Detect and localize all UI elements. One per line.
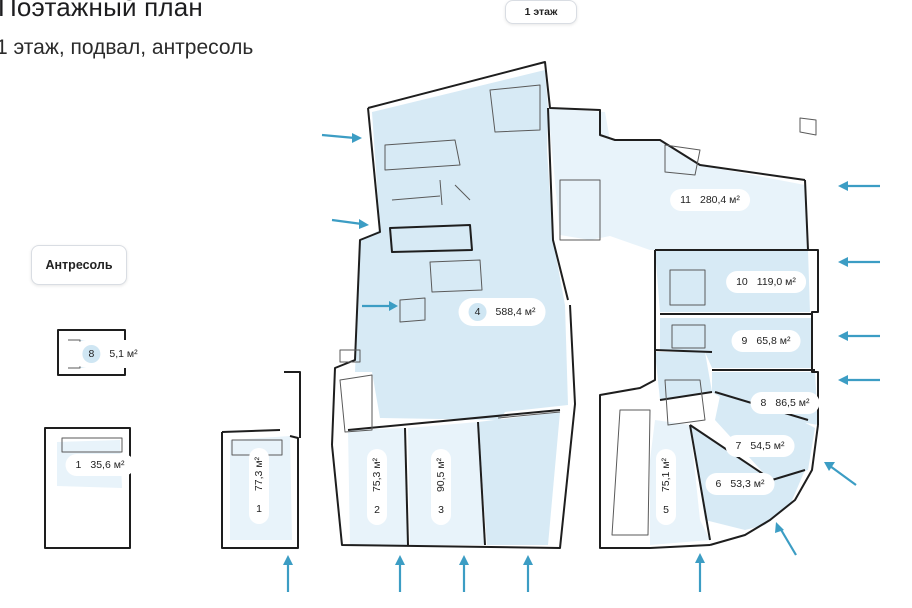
room-area: 75,3 м² (371, 457, 383, 493)
room-number: 1 (75, 459, 82, 471)
room-label-11[interactable]: 11 280,4 м² (670, 189, 750, 211)
room-label-7[interactable]: 7 54,5 м² (725, 435, 795, 457)
room-number: 8 (760, 397, 767, 409)
room-label-basement-1[interactable]: 77,3 м² 1 (249, 447, 269, 525)
room-number: 10 (736, 276, 748, 288)
room-number: 2 (374, 504, 380, 517)
room-11[interactable] (548, 108, 808, 250)
room-area: 35,6 м² (90, 459, 125, 471)
room-number: 11 (680, 194, 691, 206)
room-4-lower[interactable] (478, 412, 560, 545)
page-title: Поэтажный план (0, 0, 203, 22)
room-4[interactable] (355, 70, 568, 420)
room-label-10[interactable]: 10 119,0 м² (726, 271, 806, 293)
room-number: 1 (256, 503, 262, 516)
room-area: 119,0 м² (756, 276, 796, 288)
room-label-4[interactable]: 4 588,4 м² (458, 298, 546, 326)
mezzanine-button[interactable]: Антресоль (31, 245, 127, 285)
floor-selector-button[interactable]: 1 этаж (505, 0, 577, 24)
building-walls (44, 61, 819, 549)
room-label-2[interactable]: 75,3 м² 2 (367, 448, 387, 526)
room-label-mezzanine-1[interactable]: 1 35,6 м² (65, 454, 135, 476)
room-number: 6 (715, 478, 722, 490)
room-label-mezzanine-8[interactable]: 8 5,1 м² (72, 340, 148, 368)
room-area: 75,1 м² (660, 457, 672, 493)
room-label-5[interactable]: 75,1 м² 5 (656, 448, 676, 526)
room-number: 3 (438, 504, 444, 517)
room-area: 65,8 м² (756, 335, 791, 347)
room-area: 77,3 м² (253, 456, 265, 492)
room-number: 5 (663, 504, 669, 517)
room-label-3[interactable]: 90,5 м² 3 (431, 448, 451, 526)
room-area: 5,1 м² (109, 348, 138, 360)
entrance-arrow-icon (283, 133, 880, 592)
room-label-8[interactable]: 8 86,5 м² (750, 392, 820, 414)
page-subtitle: 1 этаж, подвал, антресоль (0, 36, 254, 59)
room-number: 7 (735, 440, 742, 452)
room-area: 280,4 м² (699, 194, 740, 206)
room-area: 86,5 м² (775, 397, 810, 409)
room-number: 4 (468, 303, 487, 321)
room-number: 8 (82, 345, 101, 363)
room-area: 588,4 м² (495, 306, 536, 318)
room-area: 53,3 м² (730, 478, 765, 490)
room-label-6[interactable]: 6 53,3 м² (705, 473, 775, 495)
room-number: 9 (741, 335, 748, 347)
room-area: 90,5 м² (435, 457, 447, 493)
room-area: 54,5 м² (750, 440, 785, 452)
room-label-9[interactable]: 9 65,8 м² (731, 330, 801, 352)
